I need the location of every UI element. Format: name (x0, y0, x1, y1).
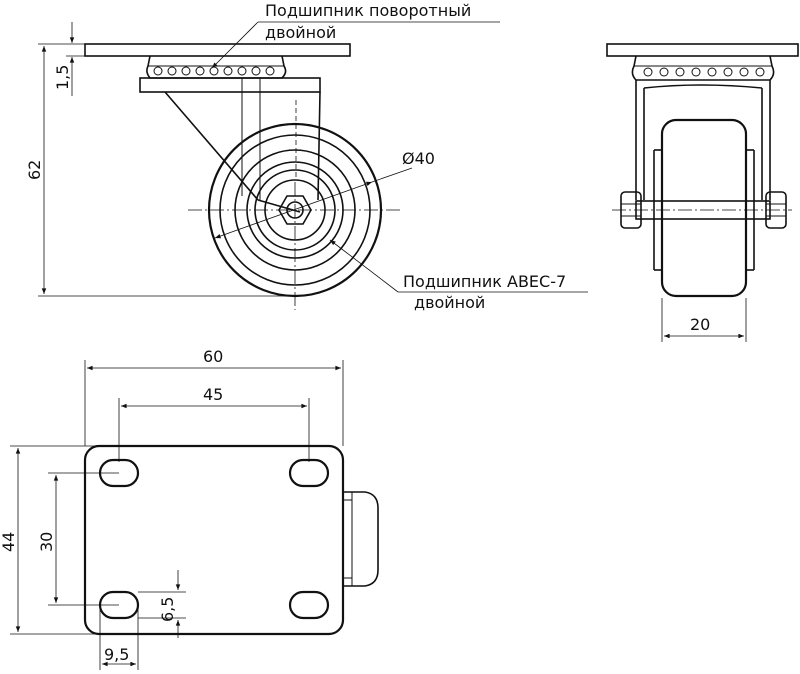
wheel-bearing-leader (329, 239, 399, 293)
hole-spacing-x-label: 45 (203, 385, 223, 404)
slot-top-right (288, 458, 330, 488)
slot-bottom-right (288, 590, 330, 620)
top-view: 60 45 44 30 6,5 9,5 (0, 347, 379, 670)
swivel-bearing-leader (211, 21, 259, 69)
diameter-label: Ø40 (402, 149, 435, 168)
side-mount-plate (84, 43, 351, 57)
front-mount-plate (606, 43, 799, 57)
front-view: 20 (606, 43, 799, 342)
wheel-width-label: 20 (690, 315, 710, 334)
slot-width-label: 6,5 (158, 597, 177, 622)
height-dimension-label: 62 (25, 160, 44, 180)
side-swivel-bearing (139, 55, 321, 93)
hole-spacing-y-label: 30 (37, 532, 56, 552)
plate-thickness-label: 1,5 (53, 65, 72, 90)
swivel-bearing-label-2: двойной (265, 23, 336, 42)
diameter-leader (214, 181, 373, 239)
swivel-bearing-label: Подшипник поворотный (265, 1, 471, 20)
top-mount-plate (83, 444, 345, 636)
front-fork (635, 80, 771, 200)
wheel-bearing-label: Подшипник ABEC-7 (403, 272, 566, 291)
plate-length-label: 44 (0, 532, 18, 552)
slot-length-label: 9,5 (104, 645, 129, 664)
front-swivel-bearing (631, 55, 775, 81)
side-view: Ø40 Подшипник поворотный двойной Подшипн… (25, 1, 588, 312)
wheel-bearing-label-2: двойной (414, 293, 485, 312)
top-wheel-outline (343, 491, 379, 587)
front-wheel (660, 118, 748, 298)
plate-width-label: 60 (203, 347, 223, 366)
